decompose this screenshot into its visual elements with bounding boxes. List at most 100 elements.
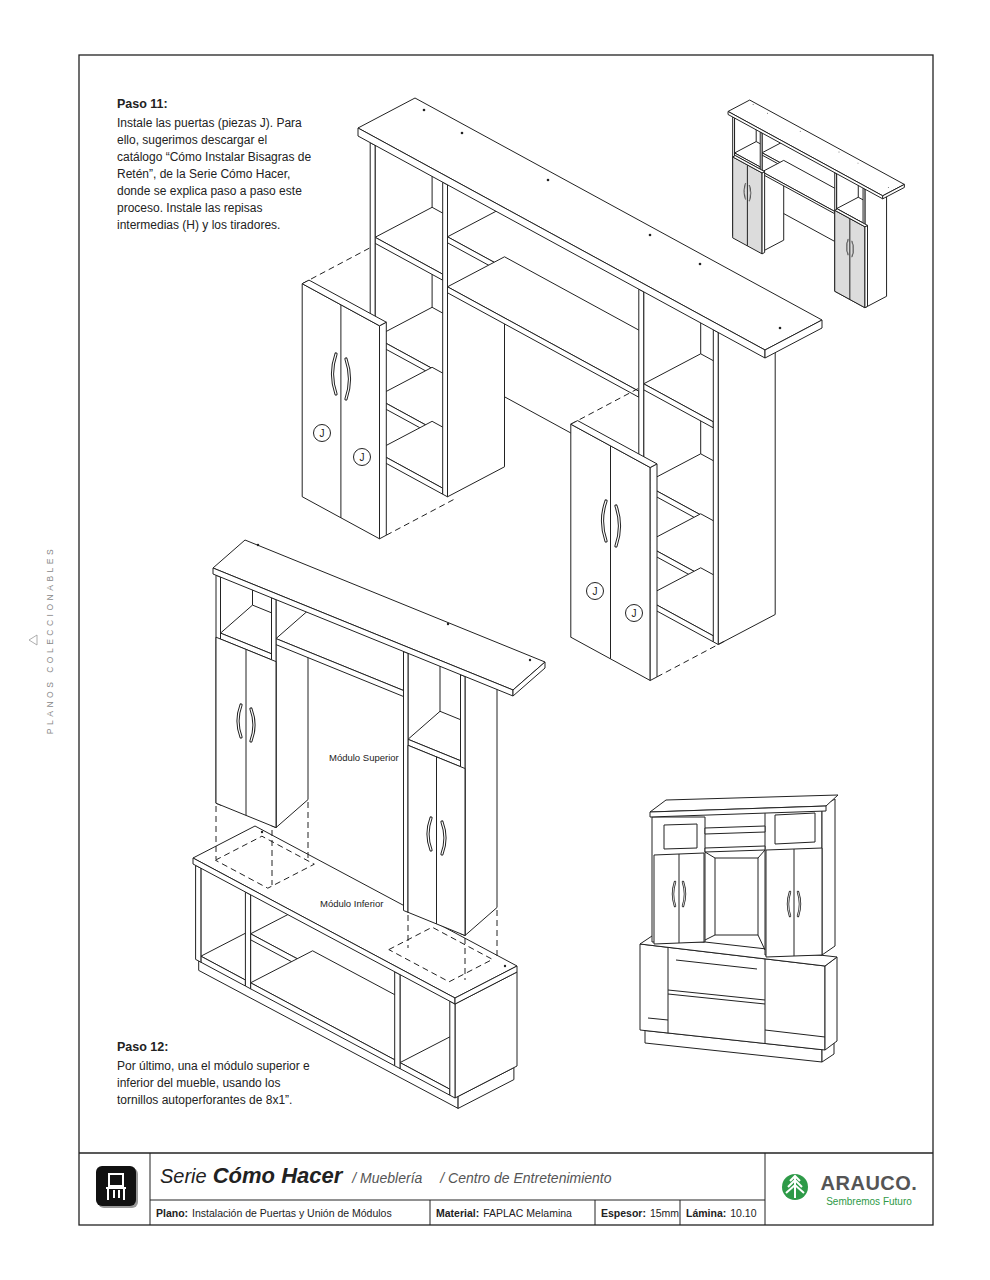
series-icon bbox=[96, 1166, 136, 1206]
node-text: J bbox=[632, 608, 637, 619]
callout-circle: J bbox=[313, 424, 331, 442]
title-block-lines bbox=[595, 1200, 596, 1225]
series-icon bbox=[96, 1166, 138, 1208]
lower-module bbox=[215, 836, 314, 888]
assembled-thumbnail bbox=[664, 824, 697, 849]
upper-module bbox=[246, 649, 247, 815]
assembled-thumbnail bbox=[798, 892, 800, 916]
lower-module bbox=[450, 1001, 455, 1098]
step-11-thumbnail bbox=[733, 156, 868, 308]
assembled-thumbnail bbox=[683, 882, 685, 906]
upper-module bbox=[428, 818, 431, 850]
logo-cell: ARAUCO.Sembremos Futuro bbox=[765, 1153, 933, 1225]
assembled-thumbnail bbox=[775, 813, 815, 844]
upper-module bbox=[529, 659, 531, 661]
margin-triangle bbox=[29, 635, 37, 645]
arauco-logo bbox=[782, 1174, 808, 1200]
title-block-lines bbox=[765, 1153, 766, 1225]
plan-cell: Plano:Instalación de Puertas y Unión de … bbox=[150, 1200, 430, 1225]
step-11-main-view bbox=[386, 499, 454, 535]
lower-module bbox=[389, 927, 493, 982]
step-11-main-view bbox=[657, 641, 725, 677]
node-subtext: Instalación de Puertas y Unión de Módulo… bbox=[192, 1207, 392, 1219]
margin-label: PLANOS COLECCIONABLES bbox=[45, 546, 55, 734]
assembled-thumbnail bbox=[705, 846, 765, 852]
assembled-thumbnail bbox=[765, 1030, 825, 1037]
node-text: Espesor: bbox=[601, 1207, 646, 1219]
upper-module bbox=[404, 652, 409, 913]
upper-module bbox=[442, 822, 445, 854]
title-cell: SerieCómo Hacer/ Mueblería/ Centro de En… bbox=[150, 1153, 765, 1200]
node-subtext: FAPLAC Melamina bbox=[483, 1207, 572, 1219]
title-block-lines bbox=[79, 1152, 933, 1153]
title-block-lines bbox=[680, 1200, 681, 1225]
step-11-thumbnail bbox=[728, 100, 904, 308]
callout-circle: J bbox=[353, 448, 371, 466]
upper-module bbox=[251, 709, 254, 741]
lower-module bbox=[201, 956, 246, 986]
lower-module bbox=[251, 983, 395, 1066]
assembly-guides bbox=[408, 915, 409, 948]
upper-module bbox=[408, 745, 465, 935]
step-11-main-view bbox=[302, 248, 370, 284]
upper-module bbox=[442, 822, 445, 854]
node-subtext: 15mm bbox=[650, 1207, 679, 1219]
upper-module bbox=[465, 649, 497, 936]
assembled-thumbnail bbox=[766, 848, 822, 957]
node-subtext: Cómo Hacer bbox=[213, 1163, 343, 1189]
upper-module bbox=[436, 757, 437, 924]
lower-module bbox=[261, 831, 263, 833]
assembled-thumbnail bbox=[798, 892, 800, 916]
assembly-guides bbox=[272, 830, 273, 885]
assembled-thumbnail bbox=[822, 799, 835, 955]
node-text: ARAUCO. bbox=[821, 1172, 918, 1195]
title-block-lines bbox=[430, 1200, 431, 1225]
assembled-thumbnail bbox=[679, 854, 680, 943]
upper-module bbox=[238, 705, 241, 737]
upper-module bbox=[276, 639, 404, 697]
step-11-thumbnail bbox=[728, 100, 904, 308]
node-text: Lámina: bbox=[686, 1207, 726, 1219]
material-cell: Material: FAPLAC Melamina bbox=[430, 1200, 595, 1225]
lower-module bbox=[400, 1063, 450, 1096]
assembled-thumbnail bbox=[668, 994, 765, 1004]
step-instructions: Instale las puertas (piezas J). Para ell… bbox=[117, 115, 312, 234]
step-heading: Paso 11: bbox=[117, 97, 168, 111]
lower-module bbox=[196, 865, 201, 962]
assembled-thumbnail bbox=[705, 826, 765, 834]
upper-module bbox=[257, 544, 259, 546]
assembled-thumbnail bbox=[758, 850, 765, 858]
lower-module bbox=[245, 892, 250, 989]
node-text: J bbox=[593, 586, 598, 597]
step-heading: Paso 12: bbox=[117, 1040, 168, 1054]
module-label: Módulo Superior bbox=[327, 752, 401, 763]
upper-module bbox=[251, 709, 254, 741]
module-label: Módulo Inferior bbox=[318, 898, 385, 909]
assembled-thumbnail bbox=[794, 849, 795, 956]
title-block-lines bbox=[79, 1153, 933, 1225]
assembled-thumbnail bbox=[650, 806, 826, 817]
node-subtext: / Centro de Entretenimiento bbox=[440, 1170, 611, 1186]
lower-module bbox=[395, 972, 400, 1069]
assembled-thumbnail bbox=[673, 882, 675, 906]
series-icon bbox=[106, 1174, 126, 1200]
sheet-cell: Lámina:10.10 bbox=[680, 1200, 765, 1225]
node-subtext: Sembremos Futuro bbox=[826, 1196, 912, 1207]
assembled-thumbnail bbox=[676, 960, 757, 969]
node-text: Material: bbox=[436, 1207, 479, 1219]
assembled-thumbnail bbox=[705, 852, 715, 858]
thickness-cell: Espesor: 15mm bbox=[595, 1200, 680, 1225]
assembled-thumbnail bbox=[705, 935, 715, 940]
lower-module bbox=[504, 965, 506, 967]
callout-circle: J bbox=[586, 582, 604, 600]
assembly-guides bbox=[497, 910, 498, 957]
assembly-guides bbox=[216, 806, 217, 859]
assembly-guides bbox=[465, 938, 466, 980]
lower-module bbox=[455, 966, 517, 1004]
upper-module bbox=[213, 540, 545, 936]
page-frame bbox=[79, 55, 933, 1225]
assembled-thumbnail bbox=[758, 935, 765, 950]
upper-module bbox=[428, 818, 431, 850]
assembled-thumbnail bbox=[648, 1018, 668, 1020]
